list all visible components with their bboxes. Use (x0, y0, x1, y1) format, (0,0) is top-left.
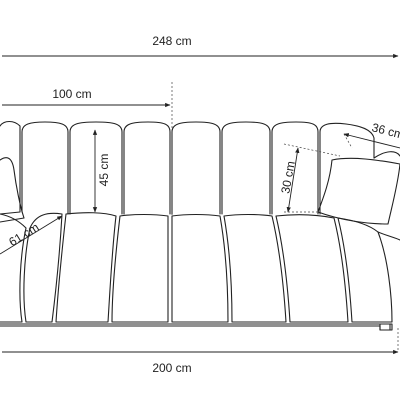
total-width-label: 248 cm (152, 34, 191, 48)
sofa-foot (379, 323, 391, 331)
seat-cushion-2 (55, 212, 117, 323)
backrest-cushion-4 (171, 121, 221, 215)
pillow-top-guide (283, 143, 341, 157)
seat-cushion-1 (23, 212, 63, 323)
back-height-label: 45 cm (97, 154, 111, 187)
backrest-left-end (0, 120, 21, 215)
seat-cushion-6 (275, 214, 349, 323)
seat-cushion-7 (337, 217, 393, 323)
dimension-back-height: 45 cm (92, 129, 111, 213)
backrest-cushion-3 (123, 121, 171, 215)
dimension-pillow-height: 30 cm (278, 143, 341, 213)
left-pillow (0, 157, 25, 223)
seat-left-end (0, 213, 27, 323)
dimension-base-width: 200 cm (2, 328, 399, 375)
backrest-right-end (373, 151, 400, 159)
seat-depth-label: 61 cm (6, 220, 41, 249)
sofa-base (0, 323, 393, 331)
seat-cushion-4 (171, 213, 229, 323)
dimension-half-width: 100 cm (2, 82, 173, 215)
pillow-depth-line (343, 133, 400, 149)
pillow-depth-label: 36 cm (370, 120, 400, 141)
pillow-height-line (286, 147, 300, 213)
backrest-cushion-5 (221, 121, 271, 215)
base-width-label: 200 cm (152, 361, 191, 375)
dimension-seat-depth: 61 cm (0, 215, 63, 255)
seat-cushion-5 (223, 213, 287, 323)
right-pillow (317, 157, 400, 225)
dimension-total-width: 248 cm (2, 34, 399, 59)
sofa-seat (0, 212, 400, 331)
seat-cushion-3 (111, 213, 169, 323)
backrest-cushion-2 (69, 121, 123, 215)
backrest-cushion-1 (21, 121, 69, 215)
seat-depth-line (0, 215, 63, 255)
seat-right-end (377, 231, 400, 241)
pillow-height-label: 30 cm (278, 160, 297, 195)
half-width-label: 100 cm (52, 87, 91, 101)
backrest-cushion-6 (271, 121, 319, 215)
backrest-cushion-7 (319, 122, 375, 215)
pillow-depth-guide (343, 133, 353, 149)
sofa-backrest (0, 120, 400, 215)
